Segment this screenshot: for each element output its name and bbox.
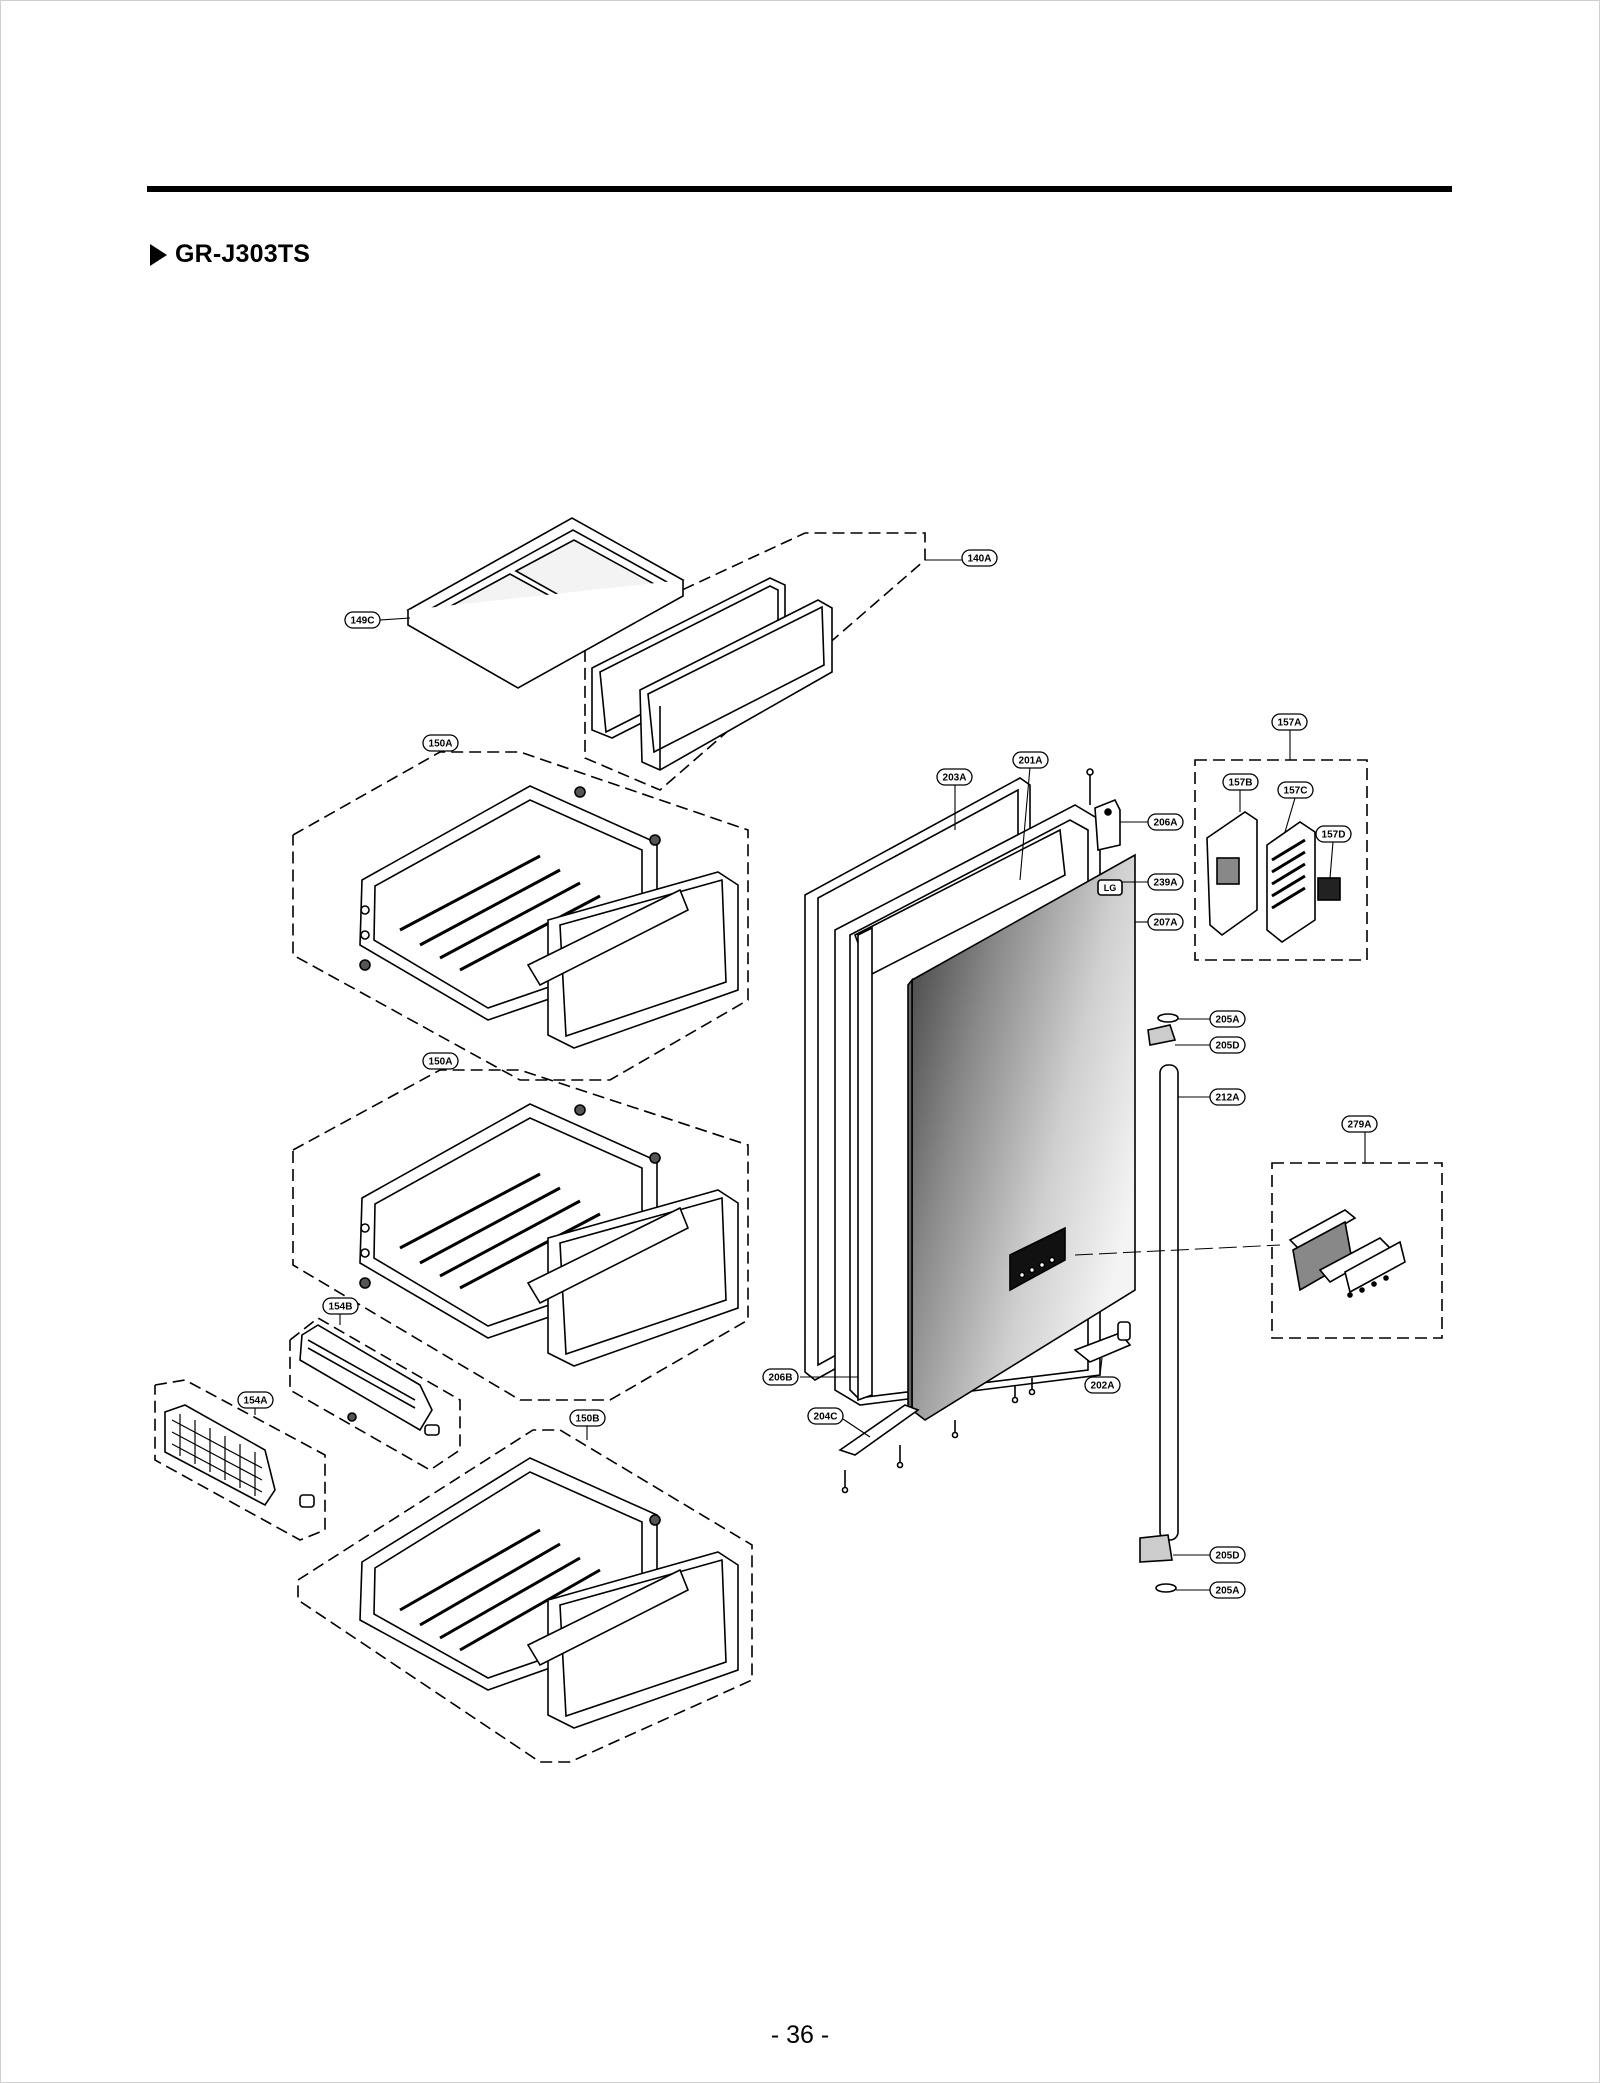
callout-154B: 154B <box>322 1297 359 1315</box>
callout-205D-bottom: 205D <box>1209 1546 1246 1564</box>
svg-text:150A: 150A <box>429 1057 453 1068</box>
callout-206A: 206A <box>1147 813 1184 831</box>
part-group-279A <box>1271 1162 1443 1339</box>
svg-text:157D: 157D <box>1322 830 1346 841</box>
callout-205A-top: 205A <box>1209 1010 1246 1028</box>
svg-text:207A: 207A <box>1154 918 1178 929</box>
svg-text:150B: 150B <box>576 1414 600 1425</box>
svg-text:206B: 206B <box>769 1373 793 1384</box>
svg-text:150A: 150A <box>429 739 453 750</box>
svg-text:205A: 205A <box>1216 1586 1240 1597</box>
svg-text:205D: 205D <box>1216 1551 1240 1562</box>
callout-157A: 157A <box>1271 713 1308 731</box>
part-group-154A <box>154 1379 326 1541</box>
callout-157C: 157C <box>1277 781 1314 799</box>
svg-text:140A: 140A <box>968 554 992 565</box>
svg-text:154B: 154B <box>329 1302 353 1313</box>
part-204C-hinge-plate <box>838 1378 1036 1494</box>
part-group-150A-upper <box>292 751 749 1081</box>
svg-text:154A: 154A <box>244 1396 268 1407</box>
svg-text:205D: 205D <box>1216 1041 1240 1052</box>
part-239A-logo-plate <box>1097 879 1123 896</box>
callout-140A: 140A <box>961 549 998 567</box>
part-202A-hinge-pin <box>1073 1321 1132 1363</box>
part-group-154B <box>289 1317 461 1471</box>
callout-212A: 212A <box>1209 1088 1246 1106</box>
svg-text:149C: 149C <box>351 616 375 627</box>
part-group-140A <box>584 532 926 791</box>
callout-204C: 204C <box>807 1407 844 1425</box>
svg-text:239A: 239A <box>1154 878 1178 889</box>
callout-206B: 206B <box>762 1368 799 1386</box>
triangle-bullet-icon <box>150 243 167 266</box>
callout-207A: 207A <box>1147 913 1184 931</box>
callout-150B: 150B <box>569 1409 606 1427</box>
part-group-157A <box>1194 759 1368 961</box>
callout-202A: 202A <box>1084 1376 1121 1394</box>
callout-150A-lower: 150A <box>422 1052 459 1070</box>
callout-239A: 239A <box>1147 873 1184 891</box>
svg-text:157A: 157A <box>1278 718 1302 729</box>
callout-149C: 149C <box>344 611 381 629</box>
model-name: GR-J303TS <box>175 240 311 268</box>
part-206B-door-cap <box>857 926 873 1402</box>
svg-text:204C: 204C <box>814 1412 838 1423</box>
svg-text:202A: 202A <box>1091 1381 1115 1392</box>
logo-text: LG <box>1104 883 1117 893</box>
part-207A-outer-door: LG <box>907 853 1136 1421</box>
callout-154A: 154A <box>237 1391 274 1409</box>
callout-279A: 279A <box>1341 1115 1378 1133</box>
svg-text:205A: 205A <box>1216 1015 1240 1026</box>
svg-text:279A: 279A <box>1348 1120 1372 1131</box>
leader-lines <box>254 559 1366 1591</box>
callout-157B: 157B <box>1222 773 1259 791</box>
leader-279A <box>1074 1244 1281 1256</box>
callout-205D-top: 205D <box>1209 1036 1246 1054</box>
callout-203A: 203A <box>936 768 973 786</box>
callout-205A-bottom: 205A <box>1209 1581 1246 1599</box>
callout-150A-upper: 150A <box>422 734 459 752</box>
part-212A-handle <box>1139 1013 1179 1593</box>
svg-text:157B: 157B <box>1229 778 1253 789</box>
part-group-150B <box>297 1429 753 1763</box>
part-group-150A-lower <box>292 1069 749 1401</box>
callout-157D: 157D <box>1315 825 1352 843</box>
part-206A-hinge-strip <box>1094 798 1121 851</box>
svg-text:201A: 201A <box>1019 756 1043 767</box>
header-rule <box>147 186 1452 192</box>
callout-201A: 201A <box>1012 751 1049 769</box>
page-number: - 36 - <box>770 2021 830 2049</box>
svg-text:206A: 206A <box>1154 818 1178 829</box>
part-149C-shelf <box>406 517 685 689</box>
model-heading: GR-J303TS <box>150 240 310 269</box>
svg-text:157C: 157C <box>1284 786 1308 797</box>
svg-text:203A: 203A <box>943 773 967 784</box>
svg-text:212A: 212A <box>1216 1093 1240 1104</box>
